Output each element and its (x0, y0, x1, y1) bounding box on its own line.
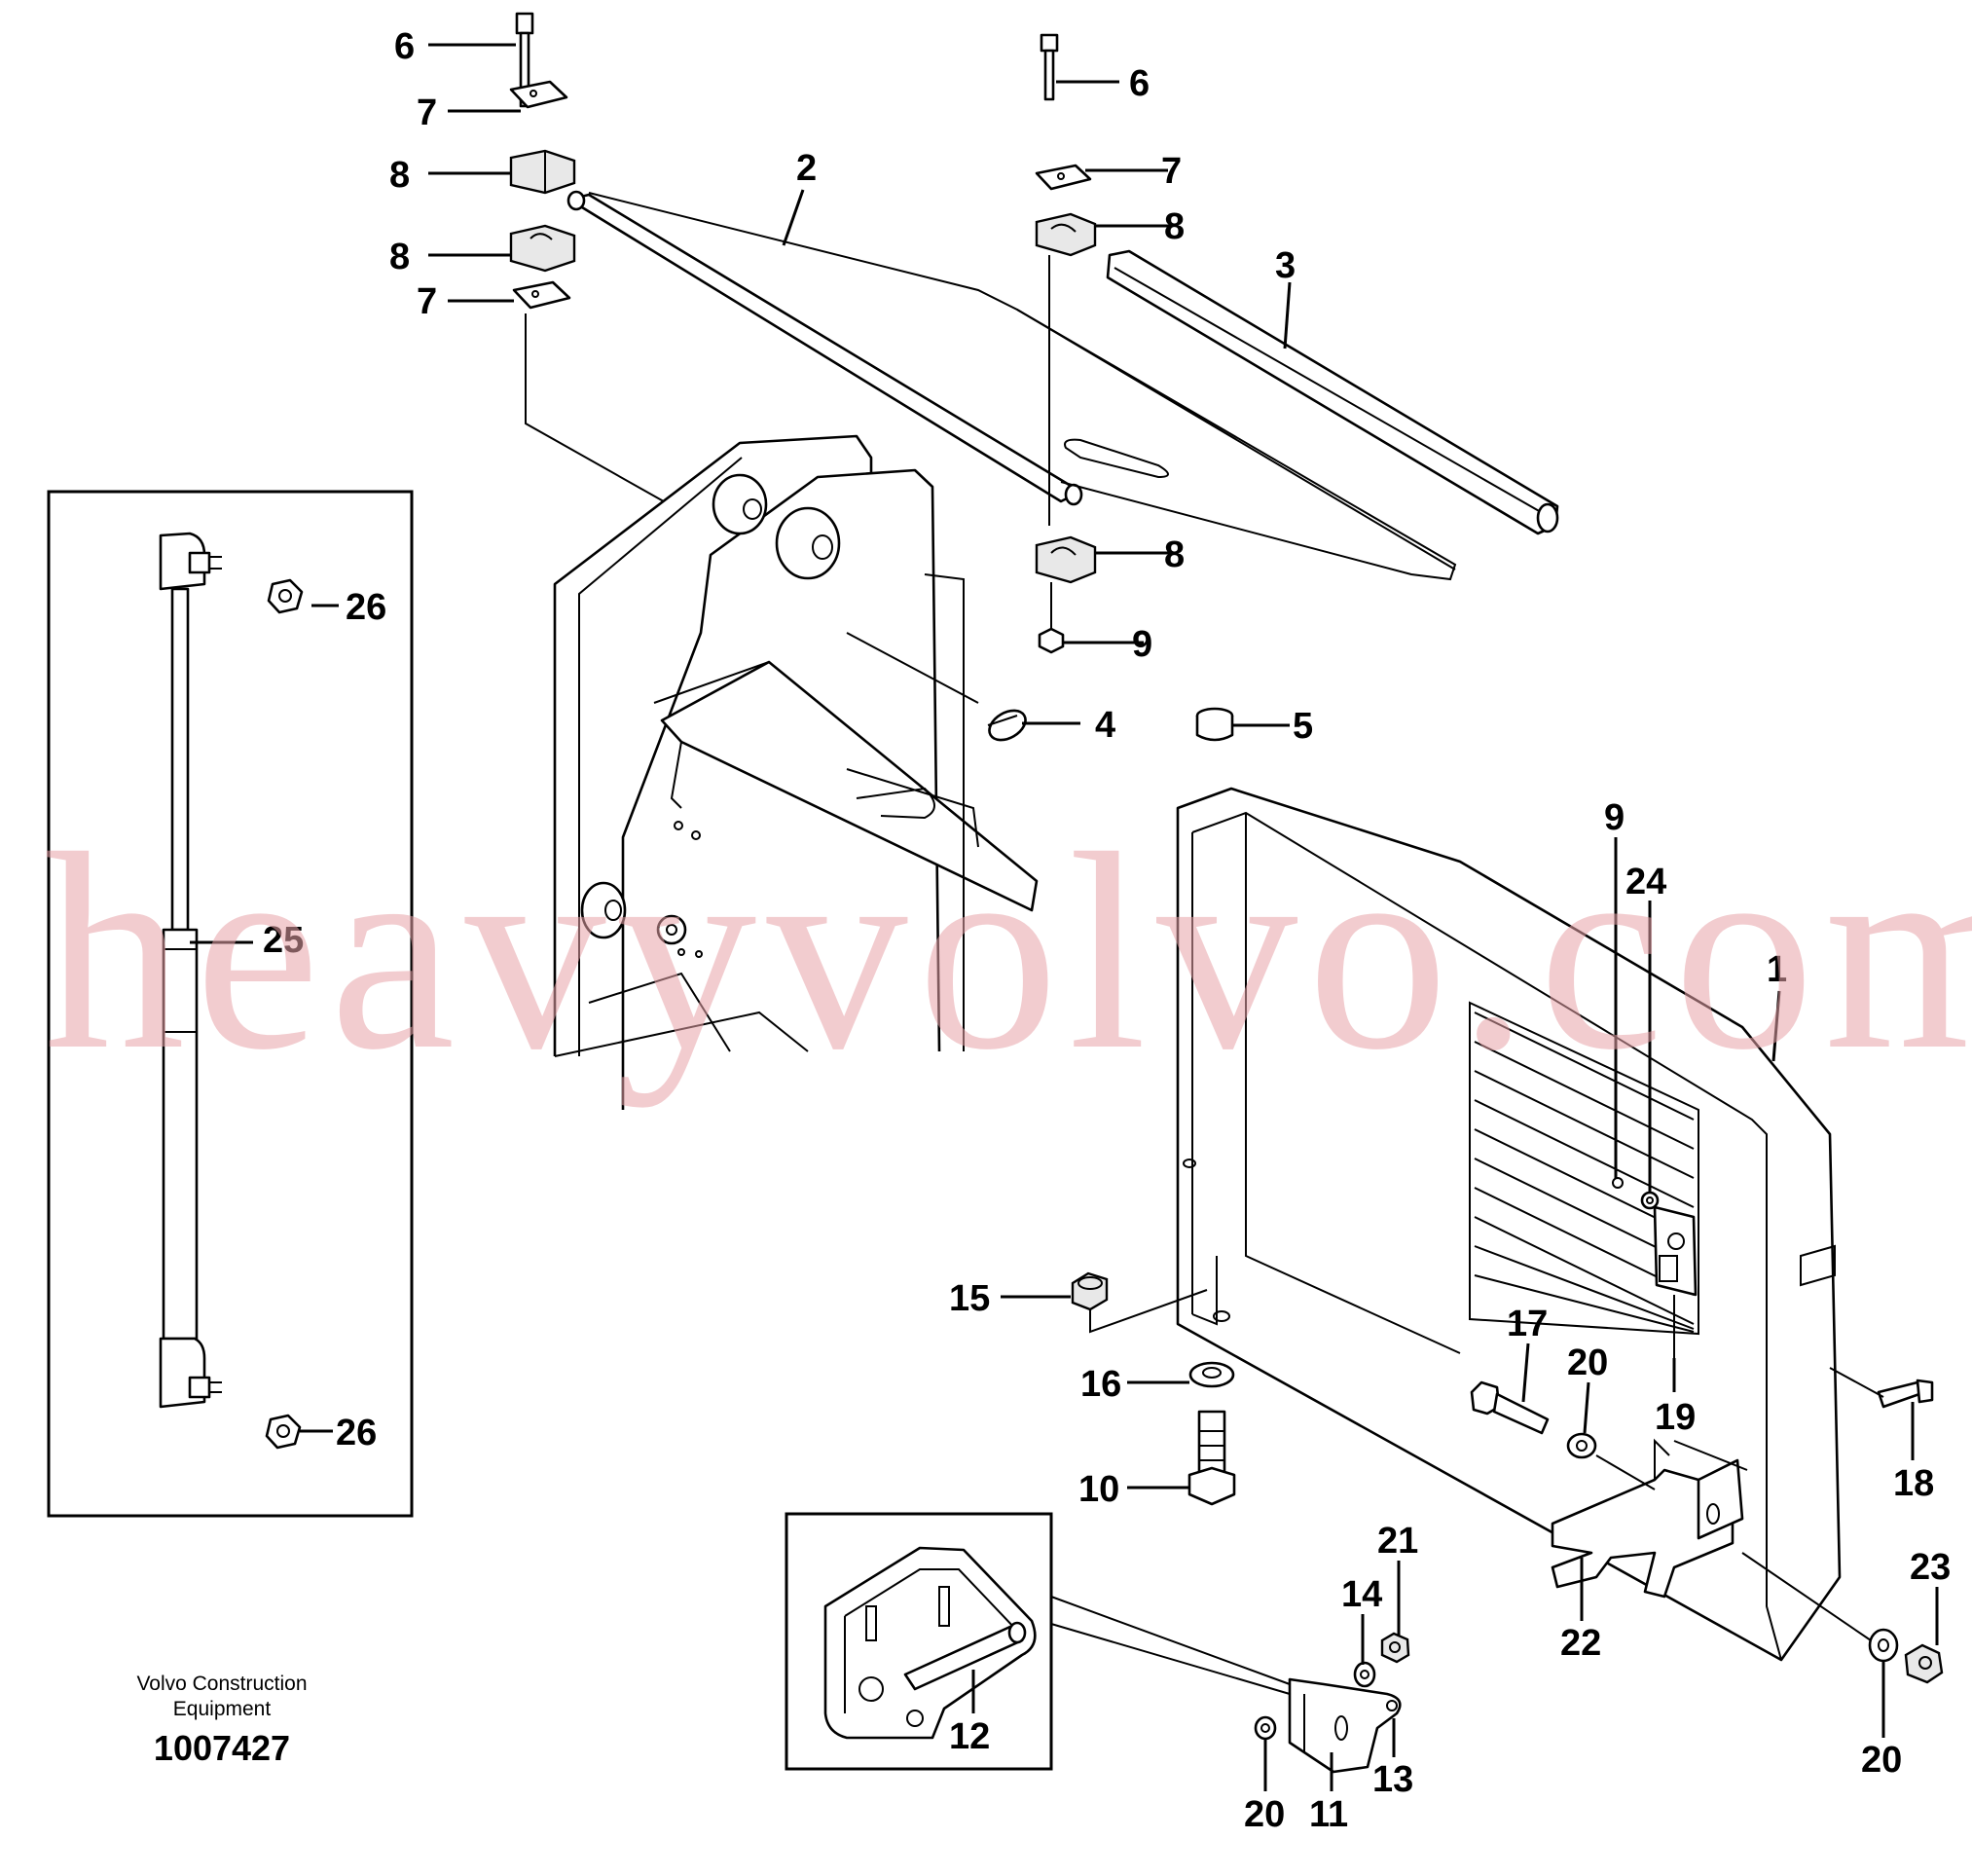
seal-strip-3 (1106, 249, 1559, 535)
callout-9: 9 (1604, 797, 1625, 838)
callout-26: 26 (336, 1413, 377, 1453)
callout-2: 2 (796, 148, 817, 189)
company-name-line1: Volvo Construction (136, 1673, 307, 1695)
callout-7: 7 (417, 92, 437, 133)
callout-22: 22 (1560, 1623, 1601, 1664)
callout-21: 21 (1377, 1521, 1418, 1562)
callout-20: 20 (1567, 1343, 1608, 1383)
clamp-stack-right (1035, 33, 1097, 654)
callout-15: 15 (949, 1278, 990, 1319)
callout-8: 8 (389, 155, 410, 196)
clamp-stack-left (509, 12, 716, 672)
company-name-line2: Equipment (173, 1698, 272, 1720)
callout-17: 17 (1507, 1304, 1548, 1344)
callout-7: 7 (417, 281, 437, 322)
callout-8: 8 (1164, 206, 1185, 247)
hinge-bracket-small (1254, 1632, 1410, 1774)
louvre-grille (1469, 1001, 1699, 1336)
pin-4 (846, 632, 1027, 742)
callout-10: 10 (1078, 1469, 1119, 1510)
callout-24: 24 (1625, 862, 1666, 902)
callout-7: 7 (1161, 151, 1182, 192)
callout-26: 26 (346, 587, 386, 628)
callout-16: 16 (1080, 1364, 1121, 1405)
cap-5 (1195, 707, 1234, 742)
callout-3: 3 (1275, 245, 1296, 286)
callout-6: 6 (394, 26, 415, 67)
callout-12: 12 (949, 1716, 990, 1757)
callout-labels: 6 7 8 8 7 2 6 7 8 3 8 9 4 5 9 24 1 25 26… (263, 26, 1951, 1835)
fasteners-cover (1071, 1177, 1944, 1684)
callout-4: 4 (1095, 705, 1115, 746)
callout-9: 9 (1132, 624, 1152, 665)
callout-20: 20 (1244, 1794, 1285, 1835)
footer: Volvo Construction Equipment 1007427 (136, 1673, 307, 1768)
callout-13: 13 (1372, 1759, 1413, 1800)
callout-11: 11 (1309, 1794, 1348, 1835)
callout-25: 25 (263, 920, 304, 961)
rod-assembly-2 (566, 190, 1457, 581)
callout-8: 8 (389, 237, 410, 277)
callout-1: 1 (1767, 949, 1787, 990)
callout-8: 8 (1164, 534, 1185, 575)
callout-6: 6 (1129, 63, 1150, 104)
hinge-inset (785, 1512, 1291, 1771)
callout-23: 23 (1910, 1547, 1951, 1588)
drawing-number: 1007427 (154, 1728, 290, 1768)
gas-strut-inset (47, 490, 414, 1518)
callout-14: 14 (1341, 1574, 1382, 1615)
callout-20: 20 (1861, 1740, 1902, 1781)
cover-housing-1 (1176, 787, 1842, 1662)
callout-18: 18 (1893, 1463, 1934, 1504)
callout-5: 5 (1293, 706, 1313, 747)
leader-lines (190, 43, 1939, 1791)
watermark-text: heavyvolvo.com (44, 795, 1972, 1108)
callout-19: 19 (1655, 1397, 1696, 1438)
main-frame (553, 434, 1039, 1110)
